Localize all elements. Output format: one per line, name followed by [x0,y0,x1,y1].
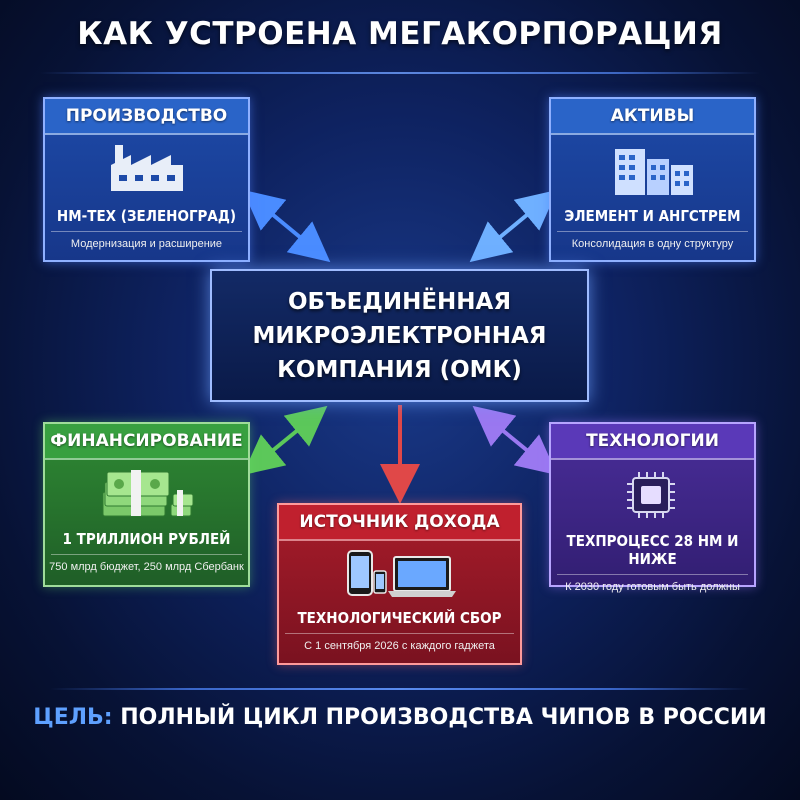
goal-divider [50,688,750,690]
production-sub: Модернизация и расширение [70,238,223,250]
chip-icon [626,472,675,518]
financing-label: 1 ТРИЛЛИОН РУБЛЕЙ [62,530,231,548]
title-divider [40,72,760,74]
buildings-icon [614,149,693,195]
omk-line-3: КОМПАНИЯ (ОМК) [277,357,522,383]
assets-divider [557,231,748,232]
assets-label: ЭЛЕМЕНТ И АНГСТРЕМ [564,207,741,225]
assets-heading: АКТИВЫ [551,99,754,135]
devices-icon [346,550,456,597]
financing-box: ФИНАНСИРОВАНИЕ 1 ТРИЛЛИОН РУБЛЕЙ 750 млр… [43,422,250,587]
income-label: ТЕХНОЛОГИЧЕСКИЙ СБОР [297,609,502,627]
technology-box: ТЕХНОЛОГИИ ТЕХПРОЦЕСС 28 НМ И НИЖЕ К 203… [549,422,756,593]
financing-sub: 750 млрд бюджет, 250 млрд Сбербанк [49,561,244,573]
factory-icon [110,145,183,191]
production-divider [51,231,242,232]
income-divider [285,633,514,634]
goal-prefix: ЦЕЛЬ: [33,705,113,730]
omk-center-box: ОБЪЕДИНЁННАЯ МИКРОЭЛЕКТРОННАЯ КОМПАНИЯ (… [210,269,589,402]
money-icon [102,470,193,517]
arrow-financing [242,405,328,476]
page-title: КАК УСТРОЕНА МЕГАКОРПОРАЦИЯ [77,16,723,52]
technology-label: ТЕХПРОЦЕСС 28 НМ И НИЖЕ [566,532,739,568]
income-box: ИСТОЧНИК ДОХОДА ТЕХНОЛОГИЧЕСКИЙ СБОР С 1… [277,503,522,665]
financing-divider [51,554,242,555]
financing-heading: ФИНАНСИРОВАНИЕ [45,424,248,460]
technology-heading: ТЕХНОЛОГИИ [551,424,754,460]
technology-sub: К 2030 году готовым быть должны [565,581,740,593]
production-box: ПРОИЗВОДСТВО НМ-ТЕХ (ЗЕЛЕНОГРАД) Модерни… [43,97,250,262]
technology-divider [557,574,748,575]
assets-sub: Консолидация в одну структуру [571,238,734,250]
production-label: НМ-ТЕХ (ЗЕЛЕНОГРАД) [56,207,237,225]
production-heading: ПРОИЗВОДСТВО [45,99,248,135]
goal-statement: ЦЕЛЬ: ПОЛНЫЙ ЦИКЛ ПРОИЗВОДСТВА ЧИПОВ В Р… [0,705,800,730]
goal-text: ПОЛНЫЙ ЦИКЛ ПРОИЗВОДСТВА ЧИПОВ В РОССИИ [120,705,767,730]
arrow-production [242,189,331,263]
assets-box: АКТИВЫ ЭЛЕМЕНТ И АНГСТРЕМ Консолидация в… [549,97,756,262]
arrow-technology [472,405,558,476]
omk-line-1: ОБЪЕДИНЁННАЯ [287,289,512,315]
omk-line-2: МИКРОЭЛЕКТРОННАЯ [252,323,547,349]
income-heading: ИСТОЧНИК ДОХОДА [279,505,520,541]
income-sub: С 1 сентября 2026 с каждого гаджета [304,640,495,652]
arrow-assets [469,189,558,263]
